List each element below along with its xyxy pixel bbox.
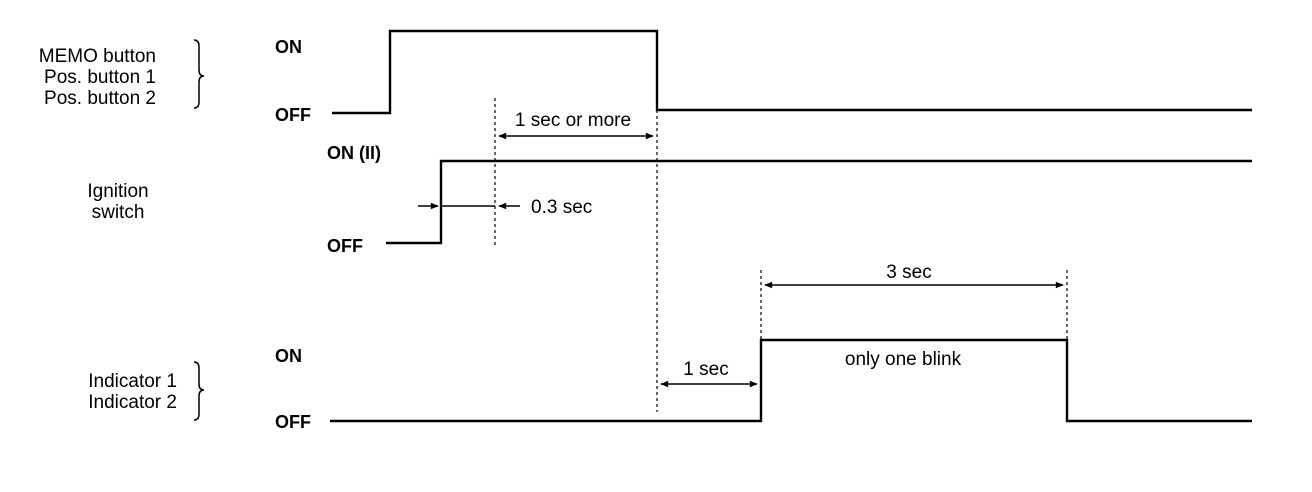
hold-time-label: 1 sec or more <box>515 110 631 131</box>
pos-button-1-label: Pos. button 1 <box>44 67 156 88</box>
indicator-group-brace <box>193 361 205 421</box>
switch-label: switch <box>92 202 145 223</box>
memo-on-state: ON <box>275 37 302 57</box>
indicator-on-state: ON <box>275 346 302 366</box>
indicator-off-state: OFF <box>275 412 311 432</box>
blink-note-label: only one blink <box>845 349 962 370</box>
memo-button-waveform <box>332 29 1252 115</box>
pos-button-2-label: Pos. button 2 <box>44 88 156 109</box>
memo-button-label: MEMO button <box>39 46 156 67</box>
memo-off-state: OFF <box>275 105 311 125</box>
ignition-off-state: OFF <box>327 236 363 256</box>
memo-group-brace <box>193 39 205 109</box>
ignition-delay-label: 0.3 sec <box>531 197 592 218</box>
indicator-2-label: Indicator 2 <box>88 392 177 413</box>
ignition-label: Ignition <box>87 181 148 202</box>
indicator-1-label: Indicator 1 <box>88 371 177 392</box>
blink-duration-label: 3 sec <box>886 262 931 283</box>
ignition-on-state: ON (II) <box>327 143 381 163</box>
ignition-switch-waveform <box>386 159 1252 245</box>
indicator-delay-label: 1 sec <box>683 359 728 380</box>
indicator-waveform <box>330 338 1252 423</box>
